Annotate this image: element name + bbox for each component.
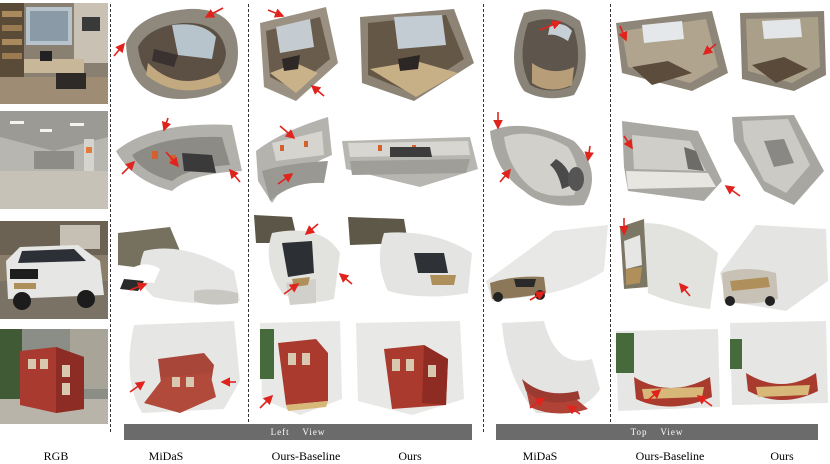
left-ours-office-reconstruction [354, 3, 478, 104]
rgb-office-image [0, 3, 108, 104]
top-midas-parking-reconstruction [484, 111, 606, 209]
column-label-top-baseline: Ours-Baseline [635, 449, 705, 463]
column-label-top-midas: MiDaS [522, 449, 558, 463]
top-view-bar: Top View [496, 424, 818, 440]
top-baseline-office-reconstruction [612, 3, 730, 104]
divider-left-view [483, 4, 484, 432]
column-label-rgb: RGB [43, 449, 69, 463]
left-baseline-suv-reconstruction [252, 213, 344, 309]
column-label-left-midas: MiDaS [148, 449, 184, 463]
top-ours-suv-reconstruction [716, 221, 830, 313]
left-ours-cabin-reconstruction [352, 319, 468, 416]
left-baseline-parking-reconstruction [252, 111, 336, 209]
left-baseline-office-reconstruction [256, 3, 340, 104]
column-label-left-ours: Ours [398, 449, 422, 463]
top-midas-suv-reconstruction [484, 221, 610, 309]
divider-left-midas [248, 4, 249, 432]
divider-rgb [110, 4, 111, 432]
left-midas-parking-reconstruction [112, 111, 246, 209]
top-ours-office-reconstruction [734, 3, 830, 104]
rgb-suv-car-image [0, 221, 108, 319]
divider-top-midas [610, 4, 611, 432]
left-ours-suv-reconstruction [344, 213, 476, 309]
top-baseline-cabin-reconstruction [614, 327, 722, 416]
left-midas-office-reconstruction [118, 3, 246, 104]
column-label-top-ours: Ours [770, 449, 794, 463]
top-midas-cabin-reconstruction [496, 319, 606, 416]
left-midas-cabin-reconstruction [114, 319, 246, 416]
column-label-left-baseline: Ours-Baseline [271, 449, 341, 463]
top-midas-office-reconstruction [494, 3, 594, 104]
left-baseline-cabin-reconstruction [256, 319, 346, 416]
left-view-bar: Left View [124, 424, 472, 440]
rgb-red-cabin-image [0, 329, 108, 424]
left-ours-parking-reconstruction [340, 111, 482, 209]
left-midas-suv-reconstruction [114, 221, 244, 319]
top-ours-parking-reconstruction [724, 111, 830, 209]
top-baseline-parking-reconstruction [614, 111, 724, 209]
rgb-parking-garage-image [0, 111, 108, 209]
top-ours-cabin-reconstruction [726, 319, 830, 416]
top-baseline-suv-reconstruction [614, 213, 720, 313]
